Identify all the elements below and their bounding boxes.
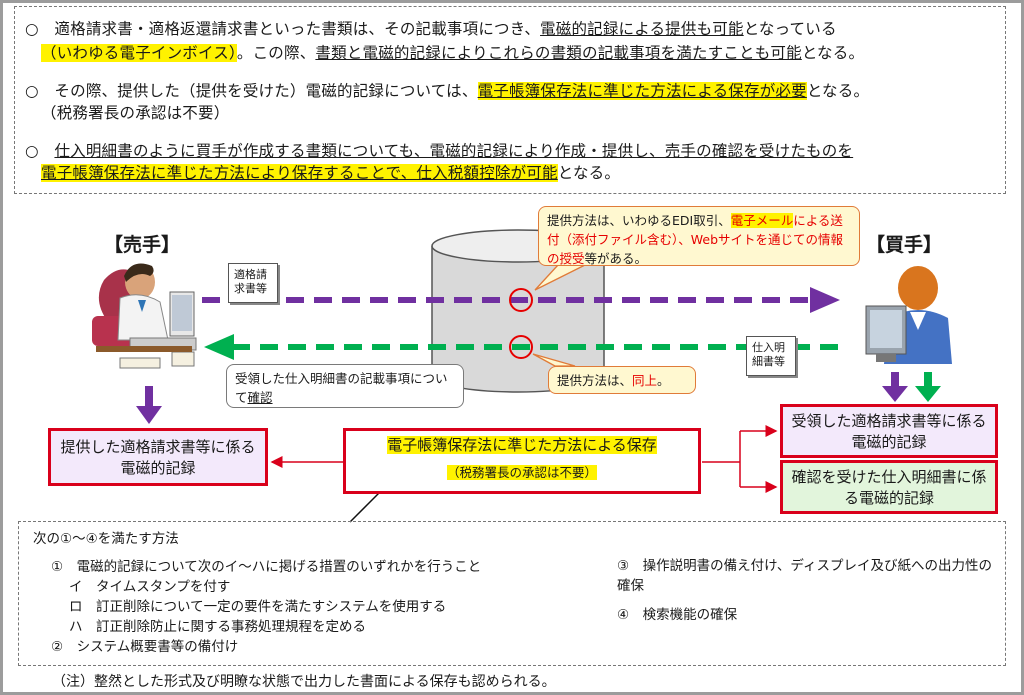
seller-record-box: 提供した適格請求書等に係る電磁的記録 — [48, 428, 268, 486]
callout-confirm-underline: 確認 — [247, 390, 273, 405]
note-1-underline: 電磁的記録による提供も可能 — [540, 20, 744, 38]
method-1-ha: ハ 訂正削除防止に関する事務処理規程を定める — [69, 619, 366, 635]
note-1-text-2: となっている — [743, 20, 837, 38]
buyer-invoice-record-text: 受領した適格請求書等に係る電磁的記録 — [791, 412, 987, 451]
callout-method-web: 、Webサイトを通じての情報の授受 — [547, 232, 844, 266]
note-2-text: ○ その際、提供した（提供を受けた）電磁的記録については、 — [25, 82, 478, 100]
note-3: ○ 仕入明細書のように買手が作成する書類についても、電磁的記録により作成・提供し… — [25, 139, 853, 163]
buyer-invoice-record-box: 受領した適格請求書等に係る電磁的記録 — [780, 404, 998, 458]
same-method-callout: 提供方法は、同上。 — [548, 366, 696, 394]
provision-method-callout: 提供方法は、いわゆるEDI取引、電子メールによる送付（添付ファイル含む）、Web… — [538, 206, 860, 266]
note-2-text-3: （税務署長の承認は不要） — [41, 104, 230, 122]
note-1-text-3: 。この際、 — [236, 44, 316, 62]
seller-person-icon — [92, 263, 197, 369]
callout-method-text-2: による送付（添付ファイル含む） — [547, 213, 843, 247]
footnote: （注）整然とした形式及び明瞭な状態で出力した書面による保存も認められる。 — [52, 674, 556, 690]
method-4: ④ 検索機能の確保 — [617, 607, 738, 623]
buyer-statement-record-text: 確認を受けた仕入明細書に係る電磁的記録 — [791, 468, 987, 507]
method-1-i: イ タイムスタンプを付す — [69, 579, 231, 595]
callout-method-email: 電子メール — [730, 213, 794, 228]
highlight-circle-1 — [509, 288, 533, 312]
buyer-person-icon — [865, 266, 952, 364]
note-1-cont: （いわゆる電子インボイス）。この際、書類と電磁的記録によりこれらの書類の記載事項… — [41, 41, 864, 65]
statement-flow-arrow — [204, 334, 840, 360]
buyer-green-down-arrow — [915, 372, 941, 402]
method-1-ro: ロ 訂正削除について一定の要件を満たすシステムを使用する — [69, 599, 447, 615]
highlight-circle-2 — [509, 335, 533, 359]
callout-confirm-text: 受領した仕入明細書の記載事項について — [235, 371, 448, 405]
seller-label: 【売手】 — [104, 234, 181, 256]
method-3: ③ 操作説明書の備え付け、ディスプレイ及び紙への出力性の確保 — [617, 558, 992, 594]
note-2: ○ その際、提供した（提供を受けた）電磁的記録については、電子帳簿保存法に準じた… — [25, 79, 869, 103]
callout-method-text-3: 等がある。 — [584, 251, 648, 266]
callout-same-end: 。 — [657, 373, 670, 388]
note-2-cont: （税務署長の承認は不要） — [41, 101, 229, 125]
note-1-underline-2: 書類と電磁的記録によりこれらの書類の記載事項を満たすことも可能 — [315, 44, 802, 62]
seller-down-arrow — [136, 386, 162, 424]
seller-record-text: 提供した適格請求書等に係る電磁的記録 — [60, 438, 256, 477]
callout-same-highlight: 同上 — [632, 373, 658, 388]
storage-method-box: 電子帳簿保存法に準じた方法による保存 （税務署長の承認は不要） — [343, 428, 701, 494]
invoice-flow-arrow — [202, 287, 840, 313]
note-1-highlight: （いわゆる電子インボイス） — [41, 44, 237, 62]
storage-method-title: 電子帳簿保存法に準じた方法による保存 — [387, 436, 657, 454]
to-buyer-records-connector — [702, 425, 778, 493]
note-1: ○ 適格請求書・適格返還請求書といった書類は、その記載事項につき、電磁的記録によ… — [25, 17, 837, 41]
note-1-text: ○ 適格請求書・適格返還請求書といった書類は、その記載事項につき、 — [25, 20, 541, 38]
method-1: ① 電磁的記録について次のイ～ハに掲げる措置のいずれかを行うこと — [51, 559, 482, 575]
confirmation-callout: 受領した仕入明細書の記載事項について確認 — [226, 364, 464, 408]
statement-document: 仕入明細書等 — [746, 336, 796, 376]
note-3-bullet: ○ — [25, 142, 55, 160]
note-3-cont: 電子帳簿保存法に準じた方法により保存することで、仕入税額控除が可能となる。 — [41, 161, 620, 185]
storage-method-subtitle: （税務署長の承認は不要） — [446, 465, 597, 480]
buyer-purple-down-arrow — [882, 372, 908, 402]
note-2-highlight: 電子帳簿保存法に準じた方法による保存が必要 — [477, 82, 807, 100]
method-2: ② システム概要書等の備付け — [51, 639, 239, 655]
methods-box: 次の①～④を満たす方法 ① 電磁的記録について次のイ～ハに掲げる措置のいずれかを… — [18, 521, 1006, 666]
note-3-highlight: 電子帳簿保存法に準じた方法により保存することで、仕入税額控除が可能 — [41, 164, 558, 182]
note-3-text: となる。 — [557, 164, 621, 182]
callout-method-text: 提供方法は、いわゆるEDI取引、 — [547, 213, 731, 228]
buyer-statement-record-box: 確認を受けた仕入明細書に係る電磁的記録 — [780, 460, 998, 514]
callout-same-text: 提供方法は、 — [557, 373, 633, 388]
buyer-label: 【買手】 — [866, 234, 943, 256]
top-notes-box: ○ 適格請求書・適格返還請求書といった書類は、その記載事項につき、電磁的記録によ… — [14, 6, 1006, 194]
note-2-text-2: となる。 — [806, 82, 870, 100]
note-1-text-4: となる。 — [801, 44, 865, 62]
methods-heading: 次の①～④を満たす方法 — [33, 531, 179, 547]
invoice-document: 適格請求書等 — [228, 263, 278, 303]
note-3-underline: 仕入明細書のように買手が作成する書類についても、電磁的記録により作成・提供し、売… — [54, 142, 854, 160]
